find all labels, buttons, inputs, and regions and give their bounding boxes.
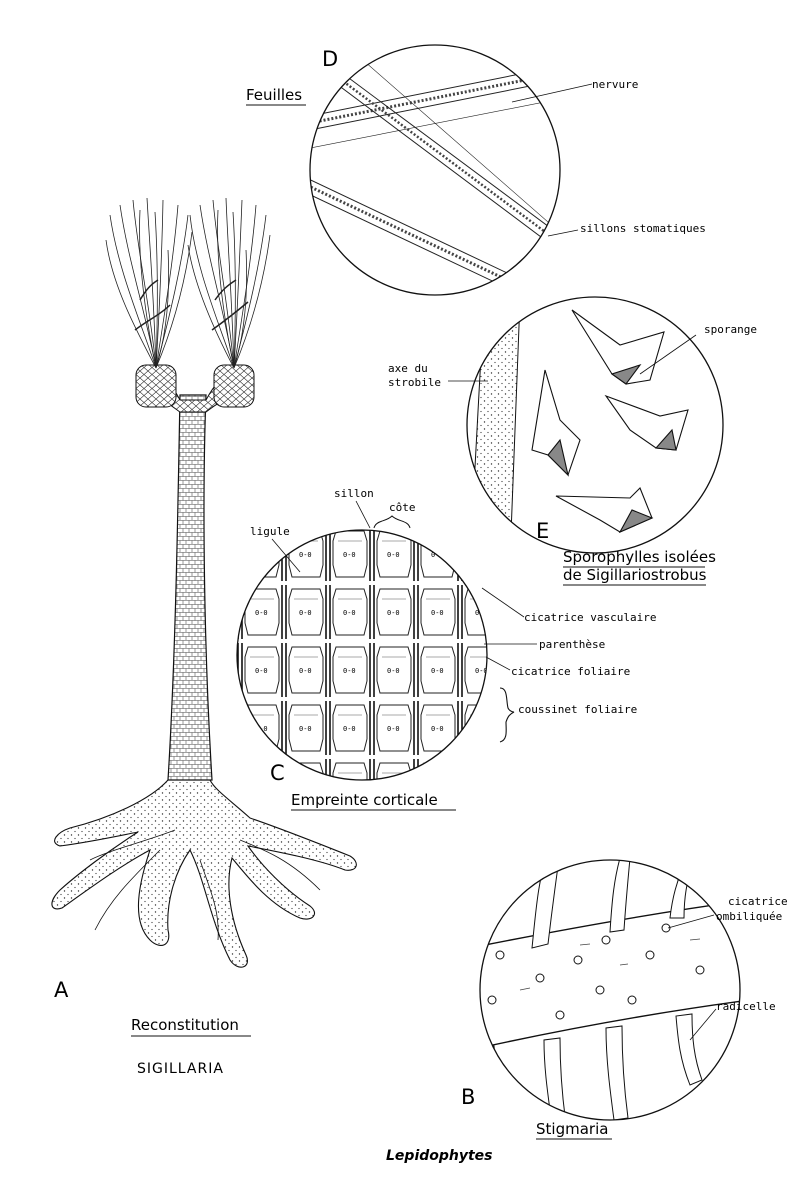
- leaf-tuft-left: [105, 197, 193, 369]
- label-sporange: sporange: [704, 323, 757, 336]
- crown-base-right: [213, 364, 255, 408]
- title-sporophylles-line2: de Sigillariostrobus: [563, 566, 707, 584]
- label-cicatrice-vasculaire: cicatrice vasculaire: [524, 611, 656, 624]
- brace-coussinet: [499, 687, 515, 743]
- brace-cote: [373, 515, 411, 529]
- pointer-radicelle: [689, 1008, 717, 1041]
- detail-d-leaves: [309, 44, 561, 296]
- title-reconstitution: Reconstitution: [131, 1016, 239, 1034]
- pointer-sillon: [355, 500, 371, 529]
- label-parenthese: parenthèse: [539, 638, 605, 651]
- detail-b-stigmaria: [479, 859, 741, 1121]
- detail-b-circle: [479, 859, 741, 1121]
- plate-caption: Lepidophytes: [386, 1148, 493, 1164]
- label-radicelle: radicelle: [716, 1000, 776, 1013]
- label-cicatrice-line1: cicatrice: [728, 895, 788, 908]
- title-empreinte-corticale: Empreinte corticale: [291, 791, 438, 809]
- label-cote: côte: [389, 501, 416, 514]
- title-sporophylles-line1: Sporophylles isolées: [563, 548, 716, 566]
- label-ligule: ligule: [250, 525, 290, 538]
- pointer-sillons: [547, 229, 579, 237]
- tree-root-base: [51, 779, 357, 968]
- sigillaria-tree-drawing: [51, 197, 357, 968]
- detail-d-circle: [309, 44, 561, 296]
- label-axe-line2: strobile: [388, 376, 441, 389]
- letter-e: E: [536, 519, 549, 543]
- tree-trunk: [167, 394, 213, 781]
- pointer-cicatrice-ombiliquee: [667, 914, 715, 929]
- detail-e-circle: [466, 296, 724, 554]
- sporophyll-4: [555, 487, 653, 533]
- pointer-sporange: [639, 334, 697, 375]
- crown-base-left: [135, 364, 177, 408]
- letter-d: D: [322, 47, 338, 71]
- sporophyll-3: [604, 394, 689, 451]
- title-feuilles: Feuilles: [246, 86, 302, 104]
- label-sillons-stomatiques: sillons stomatiques: [580, 222, 706, 235]
- label-coussinet-foliaire: coussinet foliaire: [518, 703, 637, 716]
- label-axe-line1: axe du: [388, 362, 428, 375]
- label-sillon: sillon: [334, 487, 374, 500]
- letter-a: A: [54, 978, 69, 1002]
- label-nervure: nervure: [592, 78, 638, 91]
- letter-b: B: [461, 1085, 475, 1109]
- pointer-ligule: [271, 538, 301, 573]
- leaf-tuft-right: [187, 197, 271, 369]
- label-cicatrice-foliaire: cicatrice foliaire: [511, 665, 630, 678]
- pointer-cicatrice-vasculaire: [481, 587, 525, 618]
- detail-c-circle: [236, 529, 488, 781]
- strobilus-axis: [469, 299, 521, 553]
- detail-e-sporophylls: [466, 296, 724, 554]
- title-genus: SIGILLARIA: [137, 1061, 224, 1077]
- pointer-nervure: [511, 83, 593, 103]
- title-stigmaria: Stigmaria: [536, 1120, 608, 1138]
- letter-c: C: [270, 761, 285, 785]
- pointer-cicatrice-foliaire: [485, 656, 511, 671]
- label-cicatrice-line2: ombiliquée: [716, 910, 782, 923]
- detail-c-bark-impression: [236, 529, 488, 781]
